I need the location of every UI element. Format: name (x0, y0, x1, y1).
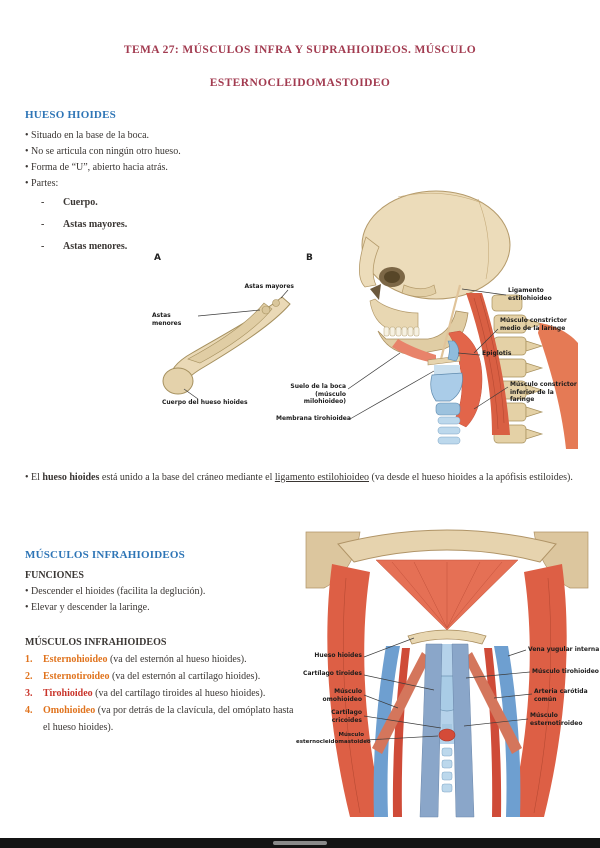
figure-label-constrictor-medio: Músculo constrictor medio de la laringe (500, 317, 567, 332)
hyoid-skull-illustration (162, 190, 578, 449)
note-underlined-ligamento: ligamento estilohioideo (274, 472, 370, 483)
figure-label-astas-mayores: Astas mayores (244, 283, 294, 290)
muscle-description: (va del esternón al hueso hioides). (107, 654, 247, 665)
section-musculos-infrahioideos: MÚSCULOS INFRAHIOIDEOS FUNCIONES Descend… (25, 549, 297, 736)
figure-label-suelo-de-la-boca: Suelo de la boca (músculo milohioideo) (290, 383, 346, 405)
muscle-description: (va del esternón al cartílago hioides). (109, 671, 261, 682)
section-hueso-hioides: HUESO HIOIDES Situado en la base de la b… (25, 109, 335, 258)
figure-label-membrana-tirohioidea: Membrana tirohioidea (276, 415, 351, 422)
list-number: 1. (25, 654, 33, 665)
list-item-parte: Astas mayores. (25, 214, 335, 236)
list-item-parte: Cuerpo. (25, 192, 335, 214)
muscle-list-item: 2. Esternotiroideo (va del esternón al c… (25, 668, 297, 685)
note-text: El (31, 472, 43, 483)
title-line-1: TEMA 27: MÚSCULOS INFRA Y SUPRAHIOIDEOS.… (123, 44, 477, 56)
figure-label-epiglotis: Epiglotis (482, 350, 512, 357)
muscle-description: (va por detrás de la clavícula, del omóp… (43, 705, 294, 733)
subheading-funciones: FUNCIONES (25, 570, 84, 581)
bullet-item: Descender el hioides (facilita la degluc… (25, 584, 297, 600)
figure-hyoid-and-skull: A B Astas mayores Astas menores Cuerpo d… (148, 183, 582, 461)
viewer-bottom-bar (0, 838, 600, 848)
muscle-name: Tirohioideo (43, 688, 93, 699)
figure-label-hueso-hioides: Hueso hioides (314, 652, 362, 659)
figure-label-vena-yugular-interna: Vena yugular interna (528, 646, 600, 653)
bullet-item: Forma de “U”, abierto hacia atrás. (25, 160, 335, 176)
figure-label-astas-menores: Astas menores (152, 312, 182, 327)
figure-label-musculo-esternotiroideo: Músculo esternotiroideo (530, 712, 583, 727)
muscle-list-item: 1. Esternohioideo (va del esternón al hu… (25, 651, 297, 668)
note-paragraph: El hueso hioides está unido a la base de… (25, 470, 576, 487)
section-heading-infrahioideos: MÚSCULOS INFRAHIOIDEOS (25, 549, 185, 561)
muscle-list-item: 4. Omohioideo (va por detrás de la claví… (25, 702, 297, 736)
muscle-description: (va del cartílago tiroides al hueso hioi… (92, 688, 266, 699)
panel-letter-b: B (306, 253, 313, 263)
bullet-item: No se articula con ningún otro hueso. (25, 144, 335, 160)
muscle-name: Omohioideo (43, 705, 96, 716)
panel-letter-a: A (154, 253, 161, 263)
muscle-list-item: 3. Tirohioideo (va del cartílago tiroide… (25, 685, 297, 702)
bullet-item: Elevar y descender la laringe. (25, 600, 297, 616)
figure-label-cartilago-cricoides: Cartílago cricoides (331, 709, 362, 724)
figure-label-ligamento-estilohioideo: Ligamento estilohioideo (508, 287, 552, 302)
bullet-item: Situado en la base de la boca. (25, 128, 335, 144)
figure-anterior-neck-muscles: Hueso hioides Cartílago tiroides Músculo… (296, 528, 600, 820)
list-number: 4. (25, 705, 33, 716)
list-number: 2. (25, 671, 33, 682)
muscle-name: Esternohioideo (43, 654, 108, 665)
figure-label-cartilago-tiroides: Cartílago tiroides (303, 670, 362, 677)
bullet-item: Partes: (25, 176, 335, 192)
figure-label-musculo-tirohioideo: Músculo tirohioideo (532, 668, 599, 675)
scrollbar-thumb[interactable] (273, 841, 327, 845)
title-line-2: ESTERNOCLEIDOMASTOIDEO (209, 77, 391, 89)
figure-label-musculo-esternocleidomastoideo: Músculo esternocleidomastoideo (296, 732, 371, 745)
anterior-neck-illustration (305, 529, 589, 818)
note-bold-hueso-hioides: hueso hioides (42, 472, 100, 483)
list-item-parte: Astas menores. (25, 236, 335, 258)
muscle-name: Esternotiroideo (43, 671, 110, 682)
figure-label-arteria-carotida-comun: Arteria carótida común (534, 688, 588, 703)
list-number: 3. (25, 688, 33, 699)
figure-label-cuerpo: Cuerpo del hueso hioides (162, 399, 248, 406)
note-text: está unido a la base del cráneo mediante… (99, 472, 275, 483)
section-heading-hueso-hioides: HUESO HIOIDES (25, 109, 116, 121)
note-text: (va desde el hueso hioides a la apófisis… (369, 472, 573, 483)
subheading-lista-infrahioideos: MÚSCULOS INFRAHIOIDEOS (25, 637, 167, 648)
figure-label-constrictor-inferior: Músculo constrictor inferior de la farin… (510, 381, 577, 403)
figure-label-musculo-omohioideo: Músculo omohioideo (322, 688, 363, 703)
page-title: TEMA 27: MÚSCULOS INFRA Y SUPRAHIOIDEOS.… (0, 44, 600, 89)
